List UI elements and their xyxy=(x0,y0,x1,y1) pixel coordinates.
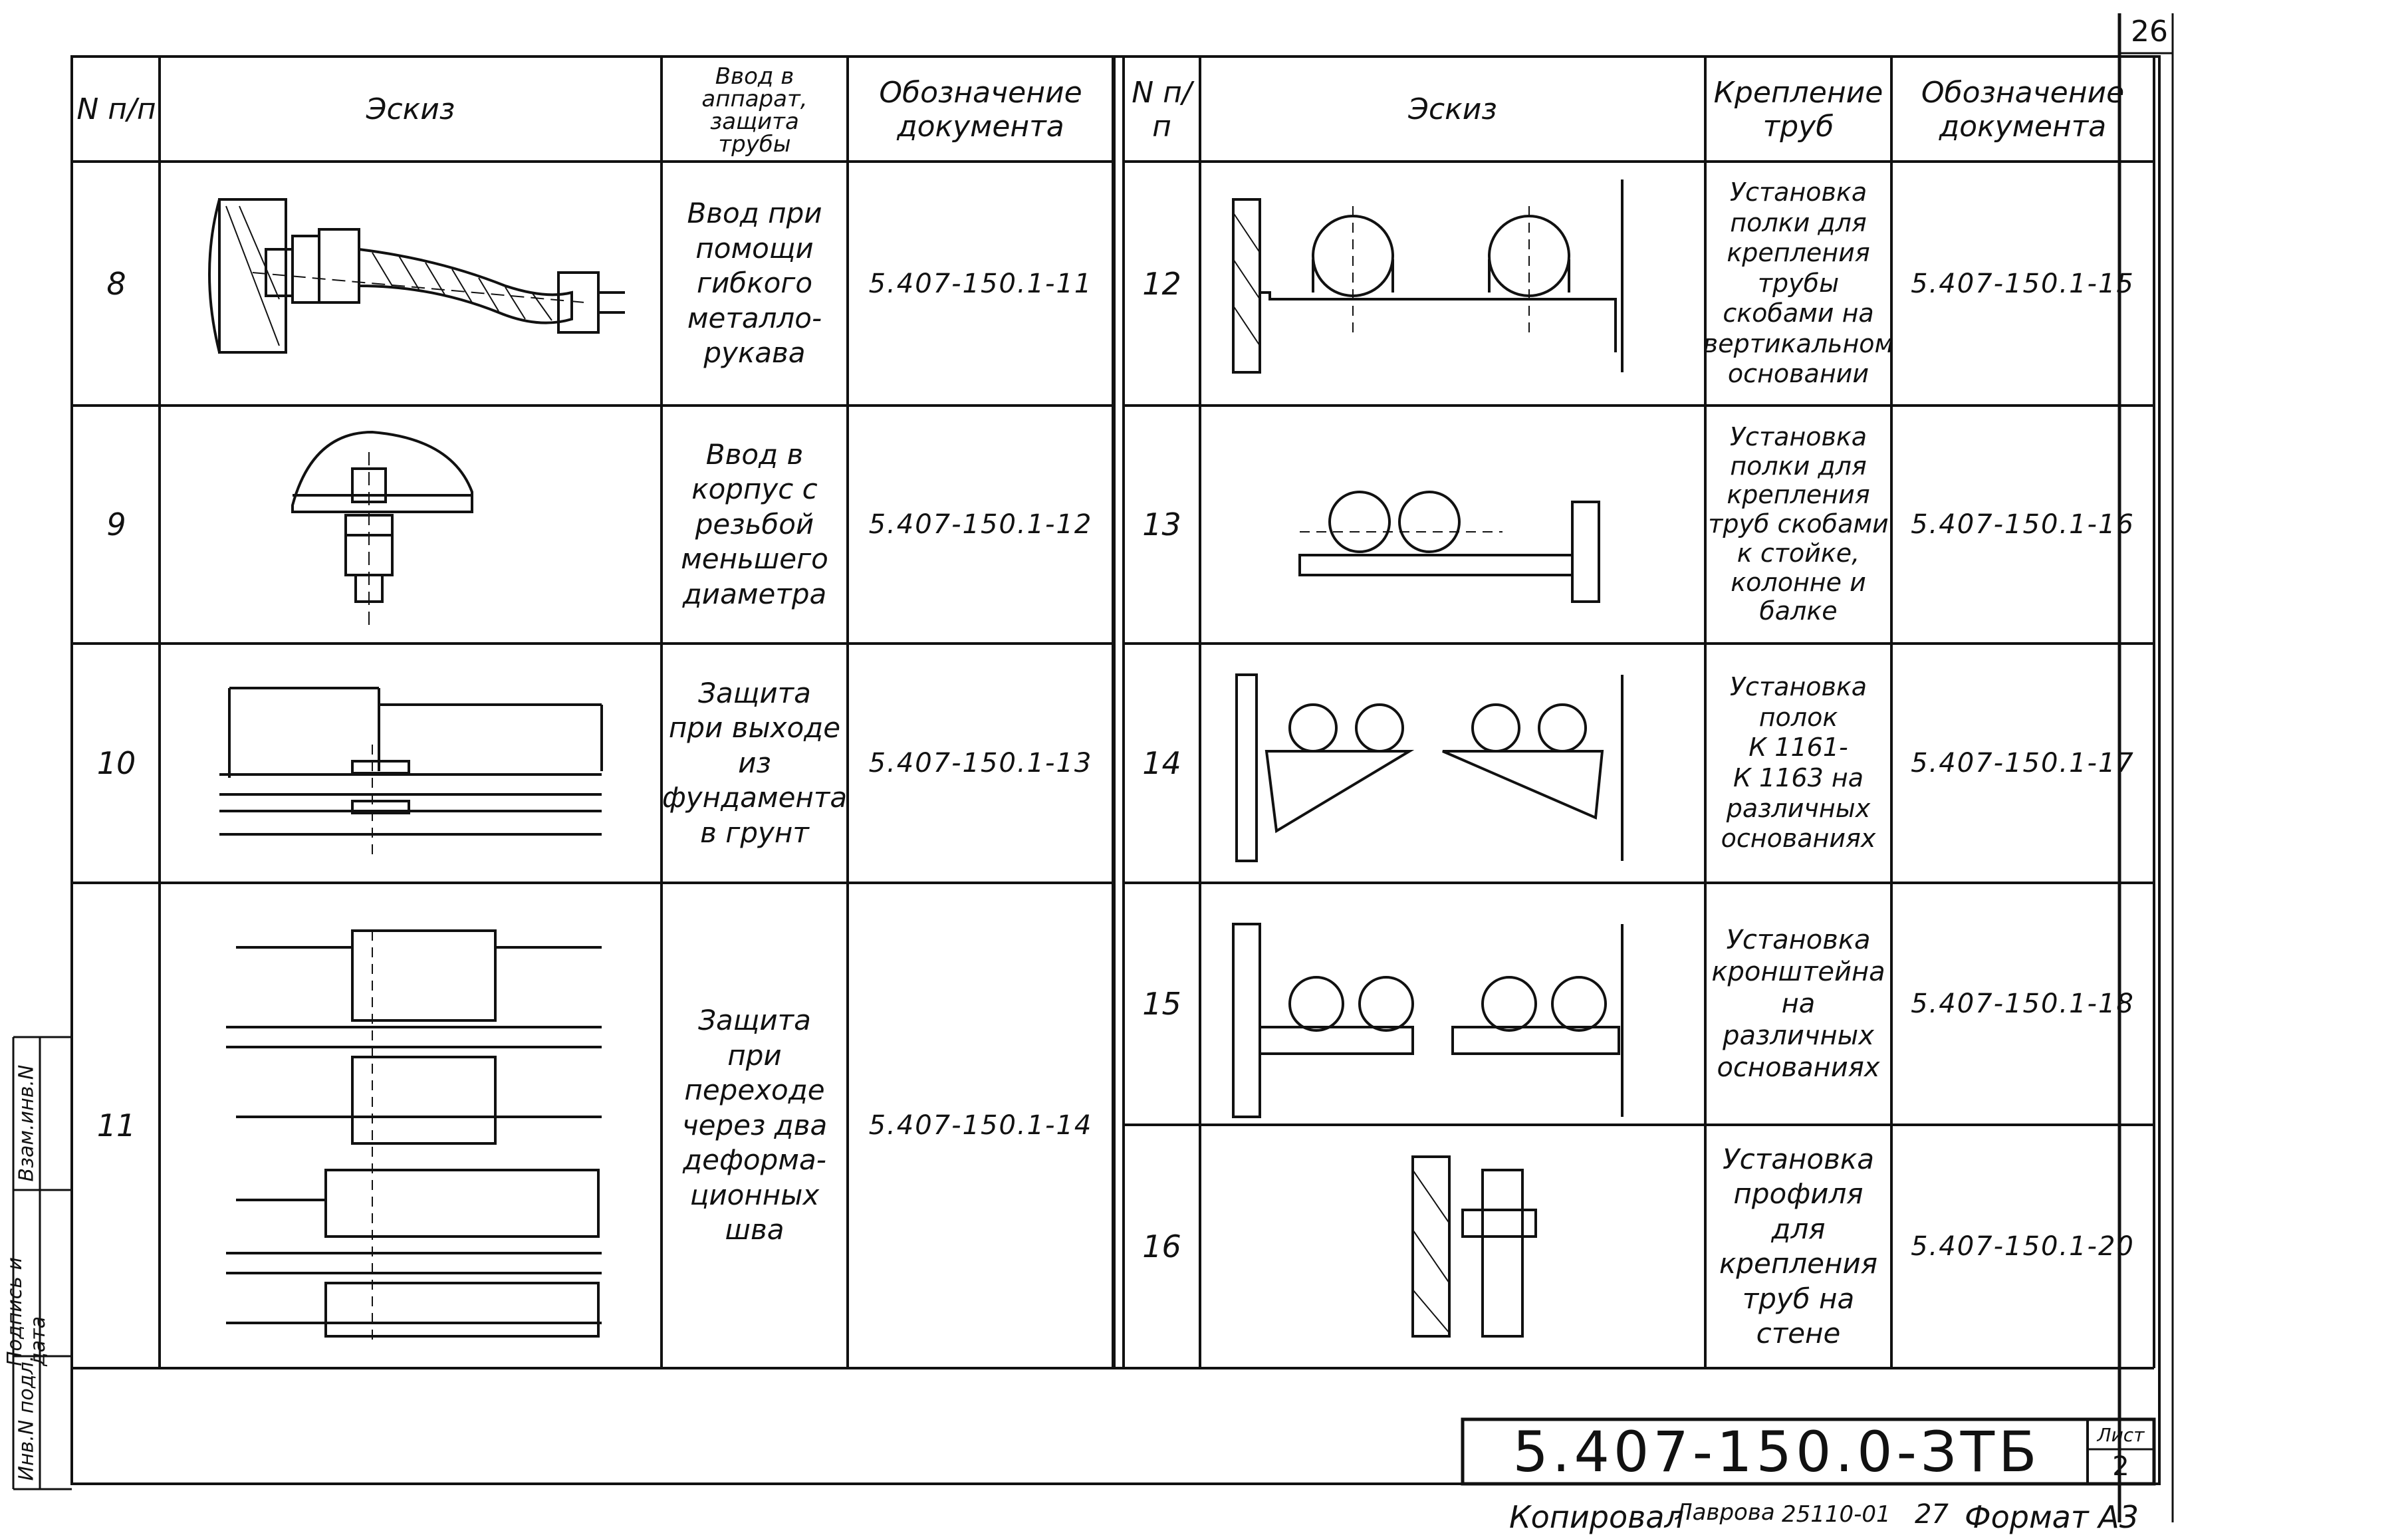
row-num: 8 xyxy=(106,265,126,302)
sketch-10 xyxy=(219,687,603,858)
sketch-13 xyxy=(1298,491,1600,603)
row-doc: 5.407-150.1-13 xyxy=(868,748,1093,778)
row-num: 10 xyxy=(96,745,136,781)
sketch-16 xyxy=(1411,1155,1537,1338)
sketch-8 xyxy=(208,198,625,354)
row-num: 11 xyxy=(96,1108,136,1143)
order-suffix: 27 xyxy=(1915,1499,1949,1530)
row-doc: 5.407-150.1-16 xyxy=(1911,509,2135,540)
left-header-sketch: Эскиз xyxy=(366,92,455,127)
format-text: Формат А3 xyxy=(1965,1499,2139,1535)
sketch-11 xyxy=(226,929,602,1343)
row-num: 9 xyxy=(106,507,126,542)
side-label-inv: Инв.N подл. xyxy=(15,1355,39,1481)
copier-signature: Лаврова xyxy=(1675,1499,1775,1526)
sketch-12 xyxy=(1232,179,1624,374)
row-num: 12 xyxy=(1142,265,1181,302)
stamp-code: 5.407-150.0-ЗТБ xyxy=(1512,1419,2041,1484)
copied-label: Копировал xyxy=(1509,1499,1684,1535)
list-number: 2 xyxy=(2112,1451,2129,1482)
row-num: 15 xyxy=(1142,986,1181,1022)
row-doc: 5.407-150.1-20 xyxy=(1911,1231,2135,1262)
right-header-sketch: Эскиз xyxy=(1408,92,1497,127)
right-header-num: N п/п xyxy=(1132,75,1192,144)
row-doc: 5.407-150.1-17 xyxy=(1911,748,2135,778)
row-doc: 5.407-150.1-14 xyxy=(868,1110,1093,1141)
left-header-num: N п/п xyxy=(76,92,156,127)
row-num: 13 xyxy=(1142,507,1181,542)
row-doc: 5.407-150.1-15 xyxy=(1911,268,2135,299)
row-doc: 5.407-150.1-11 xyxy=(868,268,1093,299)
row-doc: 5.407-150.1-12 xyxy=(868,509,1093,540)
order-number: 25110-01 xyxy=(1782,1501,1891,1528)
sketch-9 xyxy=(291,430,473,632)
list-label: Лист xyxy=(2097,1424,2145,1446)
row-num: 16 xyxy=(1142,1229,1181,1264)
side-label-replace: Взам.инв.N xyxy=(15,1064,39,1182)
side-label-sign: Подпись и дата xyxy=(3,1257,50,1366)
sketch-15 xyxy=(1232,923,1624,1118)
row-doc: 5.407-150.1-18 xyxy=(1911,989,2135,1019)
row-num: 14 xyxy=(1142,745,1181,781)
corner-page-number: 26 xyxy=(2131,15,2168,49)
sketch-14 xyxy=(1235,673,1624,862)
